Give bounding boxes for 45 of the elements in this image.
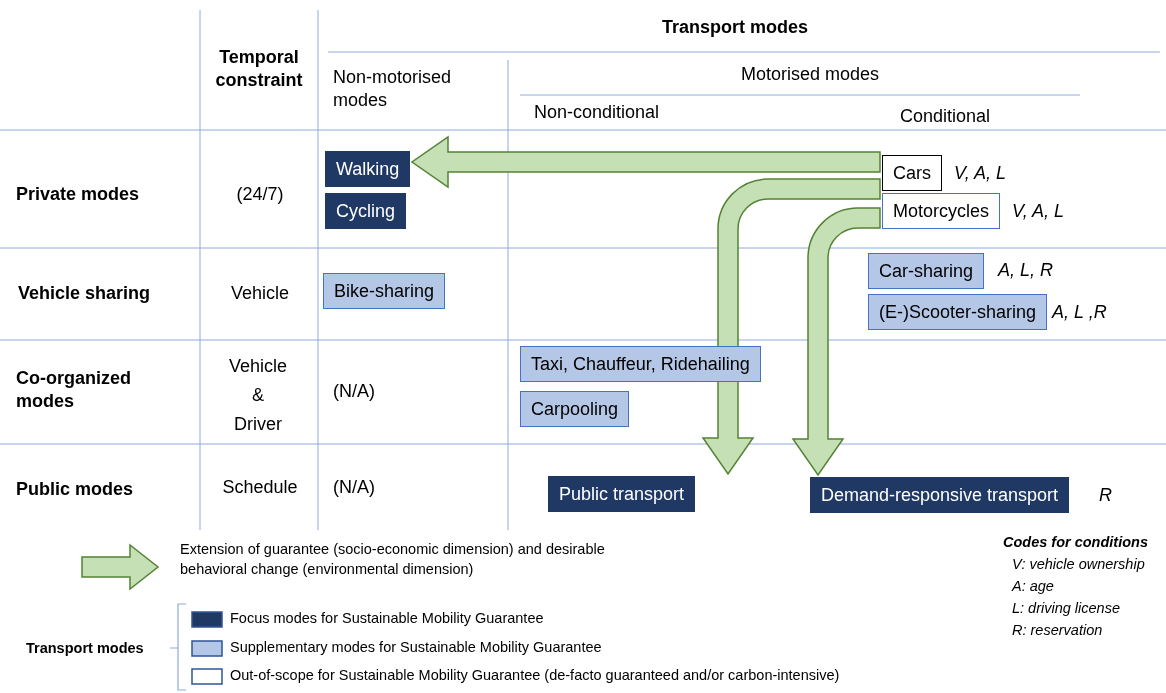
condition-codes: V, A, L [1012, 200, 1065, 223]
column-header: Temporal constraint [214, 46, 304, 91]
column-header: Motorised modes [739, 63, 881, 86]
cell-text: (N/A) [333, 476, 376, 499]
row-header: Private modes [16, 183, 141, 206]
column-header: Non-conditional [534, 101, 661, 124]
mode-box: (E-)Scooter-sharing [868, 294, 1048, 330]
mode-box: Public transport [548, 476, 696, 512]
code-text: L: driving license [1012, 599, 1121, 618]
column-header: Transport modes [661, 16, 809, 39]
legend-text: Focus modes for Sustainable Mobility Guarantee [230, 609, 545, 628]
code-text: R: reservation [1012, 621, 1104, 640]
mode-box: Carpooling [520, 391, 630, 427]
mode-box: Bike-sharing [323, 273, 446, 309]
code-text: A: age [1012, 577, 1055, 596]
code-text: V: vehicle ownership [1012, 555, 1146, 574]
block-arrow [792, 207, 881, 476]
legend-text: Supplementary modes for Sustainable Mobility Guarantee [230, 638, 603, 657]
mode-box: Walking [325, 151, 411, 187]
column-header: Non-motorised modes [333, 66, 453, 111]
block-arrow [410, 135, 881, 189]
legend-heading: Codes for conditions [1003, 533, 1149, 552]
cell-text: Vehicle & Driver [227, 355, 288, 436]
cell-text: (24/7) [235, 183, 285, 206]
mode-box: Taxi, Chauffeur, Ridehailing [520, 346, 761, 382]
cell-text: (N/A) [333, 380, 376, 403]
column-header: Conditional [898, 105, 992, 128]
condition-codes: R [1099, 484, 1112, 507]
cell-text: Vehicle [229, 282, 290, 305]
cell-text: Schedule [221, 476, 299, 499]
condition-codes: A, L ,R [1052, 301, 1107, 324]
row-header: Public modes [16, 478, 135, 501]
row-header: Co-organized modes [16, 367, 132, 412]
mode-box: Cycling [325, 193, 407, 229]
mode-box: Demand-responsive transport [810, 477, 1070, 513]
legend-heading: Transport modes [26, 639, 145, 658]
mode-box: Motorcycles [882, 193, 1001, 229]
condition-codes: V, A, L [954, 162, 1007, 185]
block-arrow [702, 178, 881, 475]
mode-box: Car-sharing [868, 253, 985, 289]
row-header: Vehicle sharing [18, 282, 152, 305]
mode-box: Cars [882, 155, 942, 191]
legend-text: Out-of-scope for Sustainable Mobility Guarantee (de-facto guaranteed and/or carbon-intensive) [230, 666, 841, 685]
condition-codes: A, L, R [998, 259, 1054, 282]
legend-text: Extension of guarantee (socio-economic dimension) and desirable behavioral change (environmental dimension) [180, 540, 606, 579]
